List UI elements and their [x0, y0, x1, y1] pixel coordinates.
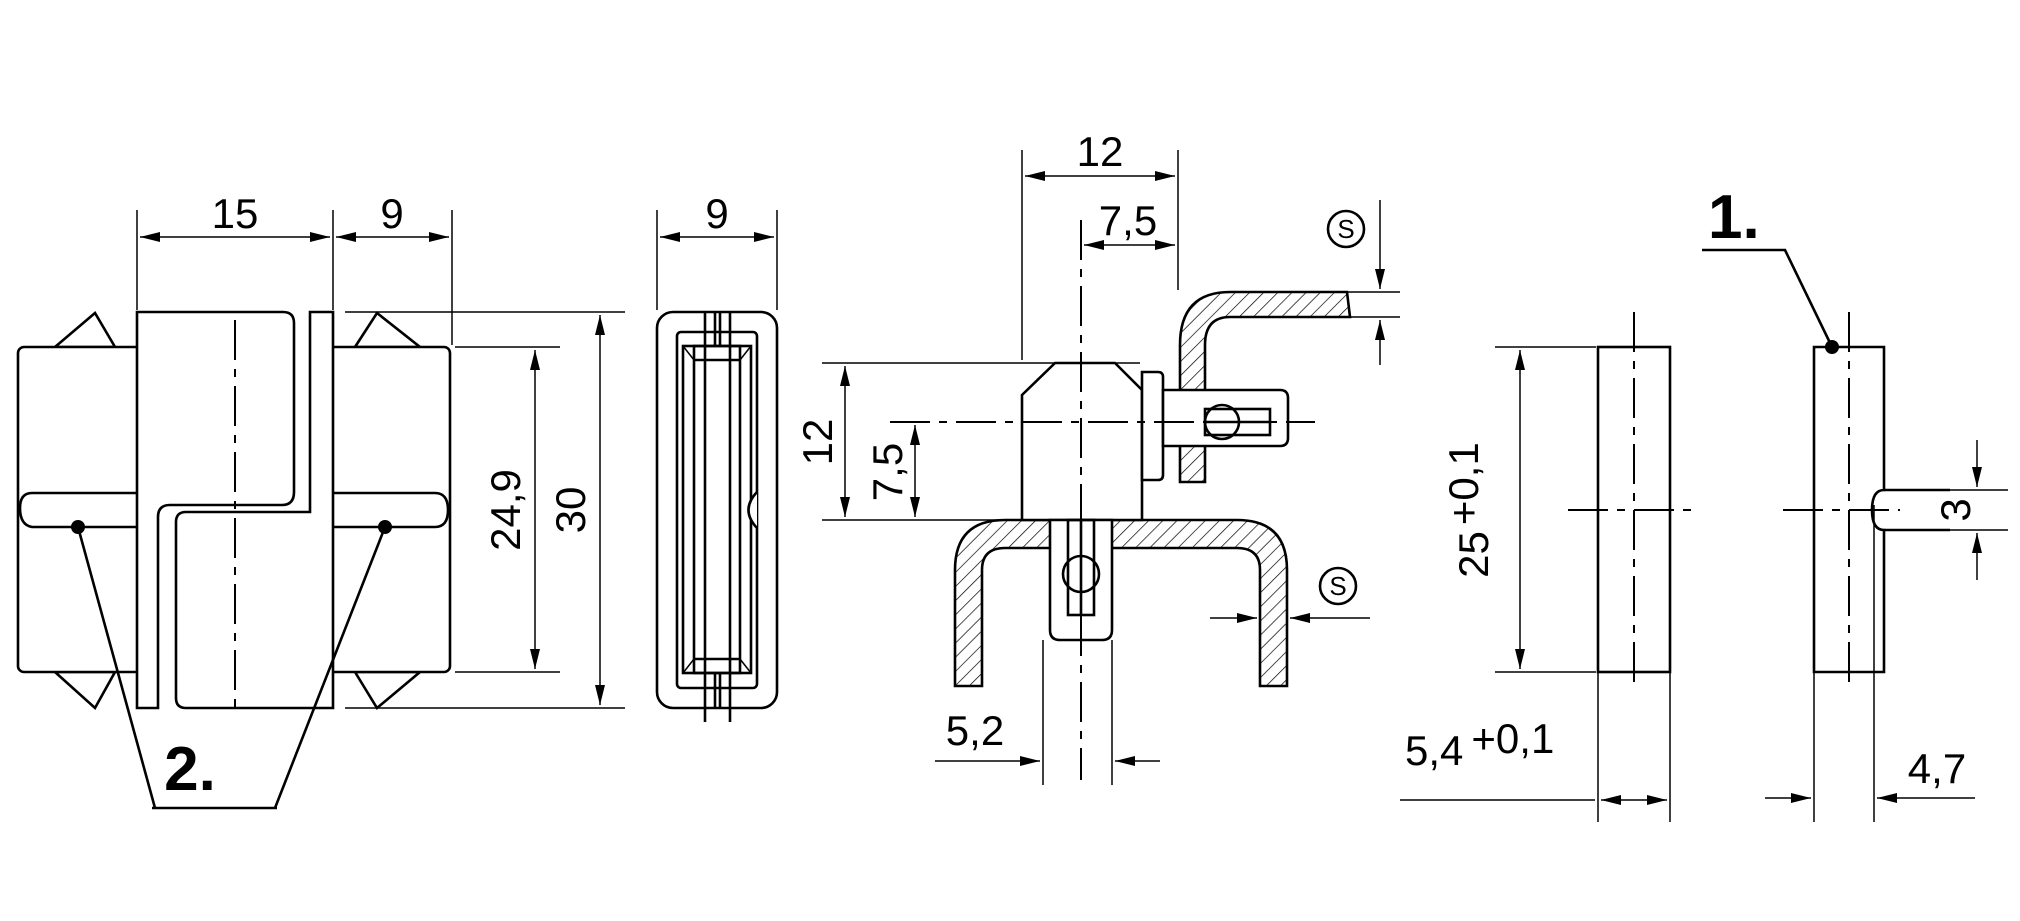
dim-width-9-side: 9	[705, 190, 728, 237]
dim-height-30: 30	[547, 487, 594, 534]
side-view: 9	[655, 190, 779, 722]
dim-width-15: 15	[212, 190, 259, 237]
dim-width-9-front: 9	[380, 190, 403, 237]
dim-width-12: 12	[1077, 128, 1124, 175]
dim-height-25-tolerance: 25+0,1	[1440, 442, 1497, 578]
panel-cutout-notch-view: 3 1. 4,7	[1702, 183, 2008, 822]
dim-height-24-9: 24,9	[482, 469, 529, 551]
section-view: 12 7,5 12 7,5 5,2 S S	[794, 128, 1400, 785]
dim-width-4-7: 4,7	[1908, 745, 1966, 792]
dim-width-5-4-tolerance: 5,4+0,1	[1405, 715, 1554, 774]
dim-height-7-5: 7,5	[864, 443, 911, 501]
callout-part-2: 2.	[164, 735, 216, 804]
dim-width-5-2: 5,2	[946, 707, 1004, 754]
dim-height-3: 3	[1932, 498, 1979, 521]
callout-part-1: 1.	[1708, 183, 1760, 252]
front-view: 2. 15 9 24,9 30	[16, 190, 625, 810]
dim-width-7-5: 7,5	[1099, 197, 1157, 244]
panel-cutout-view: 25+0,1 5,4+0,1	[1400, 312, 1700, 822]
surface-symbol-top: S	[1337, 214, 1354, 244]
dim-height-12: 12	[794, 419, 841, 466]
surface-symbol-right: S	[1329, 571, 1346, 601]
